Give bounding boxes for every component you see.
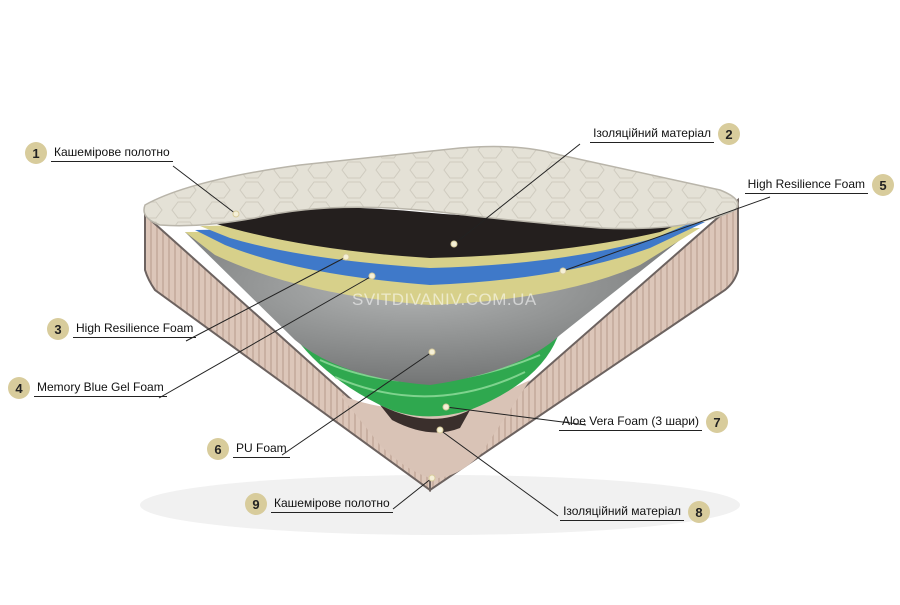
layer-number-badge: 2: [718, 123, 740, 145]
layer-name: PU Foam: [233, 441, 290, 458]
layer-name: Memory Blue Gel Foam: [34, 380, 167, 397]
layer-label-3: 3 High Resilience Foam: [47, 317, 197, 341]
layer-label-1: 1 Кашемірове полотно: [25, 141, 173, 165]
layer-number-badge: 8: [688, 501, 710, 523]
layer-label-4: 4 Memory Blue Gel Foam: [8, 376, 167, 400]
layer-name: High Resilience Foam: [744, 177, 868, 194]
top-cashmere-cover: [143, 145, 739, 230]
layer-label-2: Ізоляційний матеріал 2: [590, 122, 740, 146]
layer-name: Aloe Vera Foam (3 шари): [558, 414, 702, 431]
layer-number-badge: 5: [872, 174, 894, 196]
pointer-dots: [232, 210, 567, 482]
watermark: SVITDIVANIV.COM.UA: [352, 290, 537, 309]
layer-number-badge: 6: [207, 438, 229, 460]
layer-name: Ізоляційний матеріал: [560, 504, 684, 521]
layer-number-badge: 7: [706, 411, 728, 433]
layer-name: Кашемірове полотно: [51, 145, 173, 162]
layer-number-badge: 3: [47, 318, 69, 340]
layer-name: Кашемірове полотно: [271, 496, 393, 513]
mattress-side-right: [429, 197, 739, 492]
layer-label-5: High Resilience Foam 5: [744, 173, 894, 197]
layer-label-8: Ізоляційний матеріал 8: [560, 500, 710, 524]
layer-label-7: Aloe Vera Foam (3 шари) 7: [558, 410, 728, 434]
layer-number-badge: 9: [245, 493, 267, 515]
layer-name: Ізоляційний матеріал: [590, 126, 714, 143]
mattress-side-left: [144, 212, 431, 492]
pointer-lines: [158, 143, 771, 517]
layer-label-9: 9 Кашемірове полотно: [245, 492, 393, 516]
isolation-bottom-layer: [380, 405, 470, 433]
layer-number-badge: 4: [8, 377, 30, 399]
layer-number-badge: 1: [25, 142, 47, 164]
layer-label-6: 6 PU Foam: [207, 437, 290, 461]
layer-name: High Resilience Foam: [73, 321, 197, 338]
